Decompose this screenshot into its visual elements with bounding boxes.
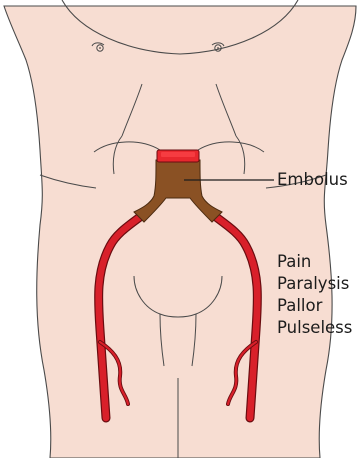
symptom-pallor: Pallor [277,295,352,317]
symptom-pain: Pain [277,251,352,273]
symptom-pulseless: Pulseless [277,317,352,339]
symptom-list: Pain Paralysis Pallor Pulseless [277,251,352,339]
body-silhouette [4,6,356,458]
symptom-paralysis: Paralysis [277,273,352,295]
embolus-label: Embolus [277,172,348,189]
